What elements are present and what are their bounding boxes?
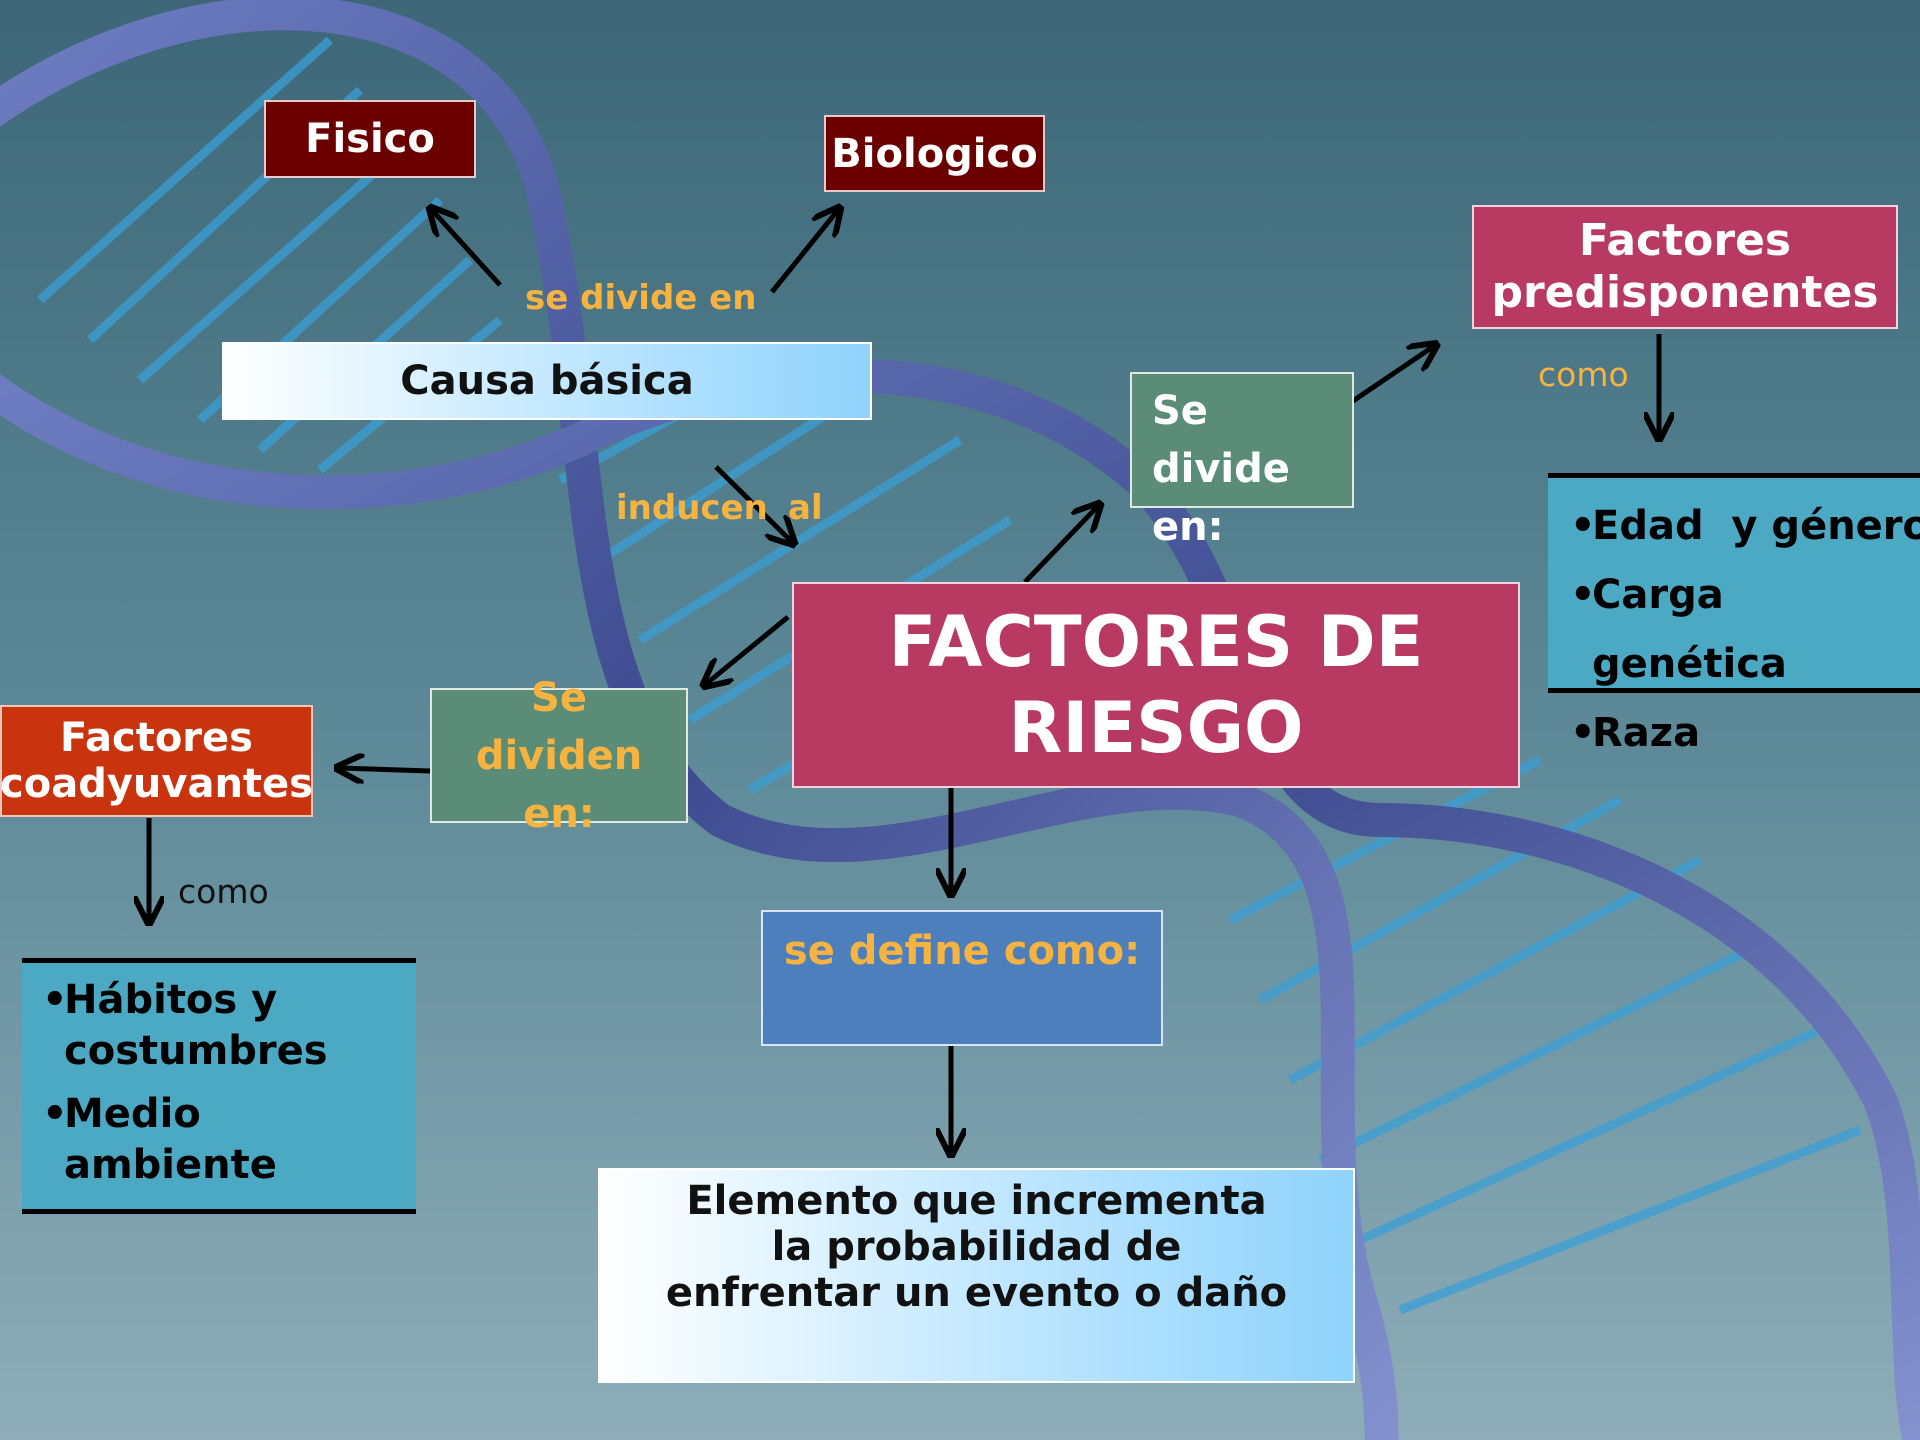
se-divide-en-box-label: Se divide en: — [1152, 388, 1290, 550]
causa-basica-label: Causa básica — [400, 358, 694, 404]
factores-predisponentes-box: Factores predisponentes — [1472, 205, 1898, 329]
fisico-box: Fisico — [264, 100, 476, 178]
se-define-como-box: se define como: — [761, 910, 1163, 1046]
factores-de-riesgo-box: FACTORES DE RIESGO — [792, 582, 1520, 788]
factores-predisponentes-label: Factores predisponentes — [1491, 215, 1879, 318]
al-label: al — [788, 488, 823, 528]
se-define-como-label: se define como: — [783, 928, 1141, 974]
definition-box: Elemento que incrementa la probabilidad … — [598, 1168, 1355, 1383]
se-divide-en-label: se divide en — [525, 278, 757, 318]
coadyuvantes-item: Hábitos y costumbres — [42, 975, 398, 1077]
predisponentes-list-box: Edad y género Carga genética Raza — [1548, 473, 1920, 768]
inducen-label: inducen — [616, 488, 768, 528]
coadyuvantes-item: Medio ambiente — [42, 1089, 398, 1191]
causa-basica-box: Causa básica — [222, 342, 872, 420]
factores-coadyuvantes-box: Factores coadyuvantes — [0, 705, 313, 817]
coadyuvantes-list-box: Hábitos y costumbres Medio ambiente — [22, 958, 416, 1214]
predisponentes-item: Raza — [1570, 699, 1920, 768]
fisico-label: Fisico — [305, 116, 435, 162]
como-left-label: como — [178, 872, 269, 911]
se-dividen-en-label: Se dividen en: — [475, 674, 643, 837]
se-dividen-en-box: Se dividen en: — [430, 675, 688, 837]
biologico-label: Biologico — [831, 130, 1038, 177]
factores-coadyuvantes-label: Factores coadyuvantes — [0, 715, 313, 807]
como-right-label: como — [1538, 355, 1629, 394]
predisponentes-item: Carga genética — [1570, 561, 1920, 699]
se-divide-en-box: Se divide en: — [1130, 372, 1354, 550]
biologico-box: Biologico — [824, 115, 1045, 192]
definition-text: Elemento que incrementa la probabilidad … — [665, 1178, 1288, 1316]
factores-de-riesgo-title: FACTORES DE RIESGO — [888, 601, 1424, 769]
predisponentes-item: Edad y género — [1570, 492, 1920, 561]
